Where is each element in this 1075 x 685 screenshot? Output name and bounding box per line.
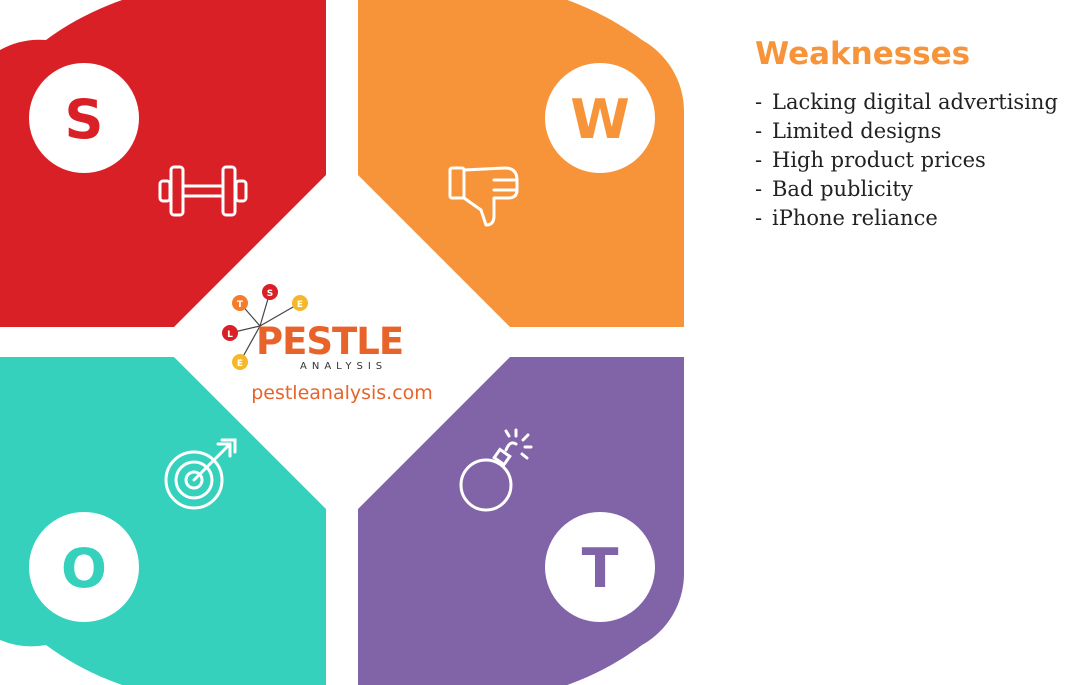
logo-node-label-e2: E (237, 359, 243, 369)
quadrant-w[interactable]: W (358, 0, 684, 327)
panel-title: Weaknesses (755, 36, 971, 72)
logo-node-t (232, 295, 248, 311)
logo-node-e1 (292, 295, 308, 311)
swot-diagram: S W O (0, 0, 684, 685)
bomb-icon (459, 428, 533, 512)
quadrant-t-shape (358, 357, 684, 685)
list-item: -Bad publicity (755, 177, 913, 201)
list-item: -High product prices (755, 148, 986, 172)
letter-badge-t (545, 512, 655, 622)
letter-badge-o (29, 512, 139, 622)
list-item: -Lacking digital advertising (755, 90, 1058, 114)
list-item: -iPhone reliance (755, 206, 938, 230)
letter-t: T (582, 537, 619, 600)
list-item: -Limited designs (755, 119, 942, 143)
list-item-text: iPhone reliance (772, 206, 938, 230)
logo-node-label-s: S (267, 289, 273, 299)
thumbs-down-icon (448, 166, 519, 227)
logo-node-label-e1: E (297, 300, 303, 310)
logo-subtitle: ANALYSIS (300, 361, 387, 372)
letter-o: O (61, 537, 107, 600)
logo-node-e2 (232, 354, 248, 370)
letter-badge-s (29, 63, 139, 173)
logo-node-label-t: T (237, 300, 244, 310)
pestle-logo: T S E L E PESTLE ANALYSIS pestleanalysis… (222, 284, 433, 404)
target-icon (164, 438, 237, 510)
letter-s: S (65, 88, 104, 151)
logo-website: pestleanalysis.com (251, 382, 433, 404)
list-item-text: Limited designs (772, 119, 942, 143)
quadrant-s-shape (0, 0, 326, 327)
quadrant-o-shape (0, 357, 326, 685)
dumbbell-icon (158, 165, 248, 217)
list-item-text: Lacking digital advertising (772, 90, 1058, 114)
list-item-text: High product prices (772, 148, 986, 172)
logo-node-label-l: L (227, 330, 233, 340)
weaknesses-panel: Weaknesses -Lacking digital advertising … (755, 36, 1075, 233)
logo-node-s (262, 284, 278, 300)
letter-w: W (570, 88, 630, 151)
quadrant-t[interactable]: T (358, 357, 684, 685)
logo-wordmark: PESTLE (256, 320, 403, 363)
quadrant-o[interactable]: O (0, 357, 326, 685)
quadrant-s[interactable]: S (0, 0, 326, 327)
letter-badge-w (545, 63, 655, 173)
list-item-text: Bad publicity (772, 177, 913, 201)
weaknesses-list: -Lacking digital advertising -Limited de… (755, 88, 1075, 233)
logo-node-l (222, 325, 238, 341)
quadrant-w-shape (358, 0, 684, 327)
